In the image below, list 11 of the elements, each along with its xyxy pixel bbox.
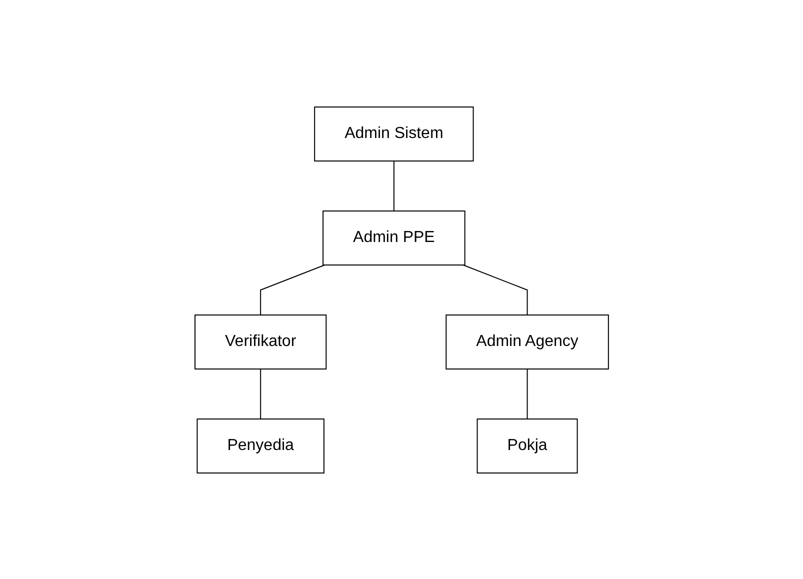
- node-box: Admin Agency: [445, 314, 609, 369]
- node-box: Penyedia: [196, 418, 324, 473]
- connector: [260, 264, 325, 315]
- node-box: Pokja: [476, 418, 578, 473]
- connector: [393, 160, 394, 211]
- connector: [526, 368, 528, 419]
- node-box: Admin PPE: [322, 210, 466, 265]
- node-box: Admin Sistem: [314, 106, 474, 161]
- connector: [462, 264, 528, 315]
- node-box: Verifikator: [194, 314, 326, 369]
- connector: [260, 368, 261, 419]
